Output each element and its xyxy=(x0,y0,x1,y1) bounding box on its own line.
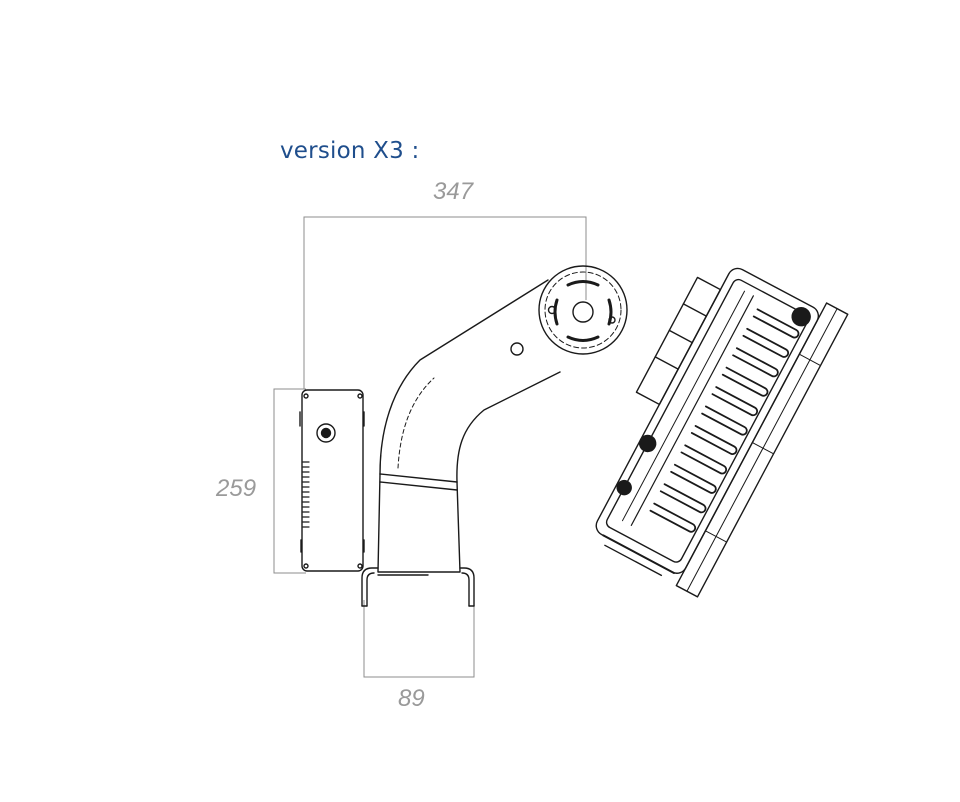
dimension-line-left xyxy=(273,388,306,574)
dimension-line-top xyxy=(303,216,587,389)
adjustment-knob-top xyxy=(791,307,811,327)
lamp-head xyxy=(595,267,849,598)
bracket-column xyxy=(377,473,461,573)
version-title: version X3 : xyxy=(280,138,420,164)
cooling-fins xyxy=(649,308,800,533)
wall-plate xyxy=(299,389,365,572)
base-clamp xyxy=(361,567,475,607)
plate-ribs xyxy=(302,461,310,528)
pivot-hub xyxy=(538,265,628,355)
dimension-label-width-top: 347 xyxy=(433,178,474,205)
dimension-lines xyxy=(273,216,587,678)
bracket-arm xyxy=(379,279,561,483)
adjustment-knob-middle xyxy=(638,434,657,453)
dimension-line-bottom xyxy=(363,600,475,678)
dimension-label-width-bottom: 89 xyxy=(398,685,425,712)
dimension-label-height: 259 xyxy=(216,475,257,502)
adjustment-knob-bottom xyxy=(616,479,632,496)
